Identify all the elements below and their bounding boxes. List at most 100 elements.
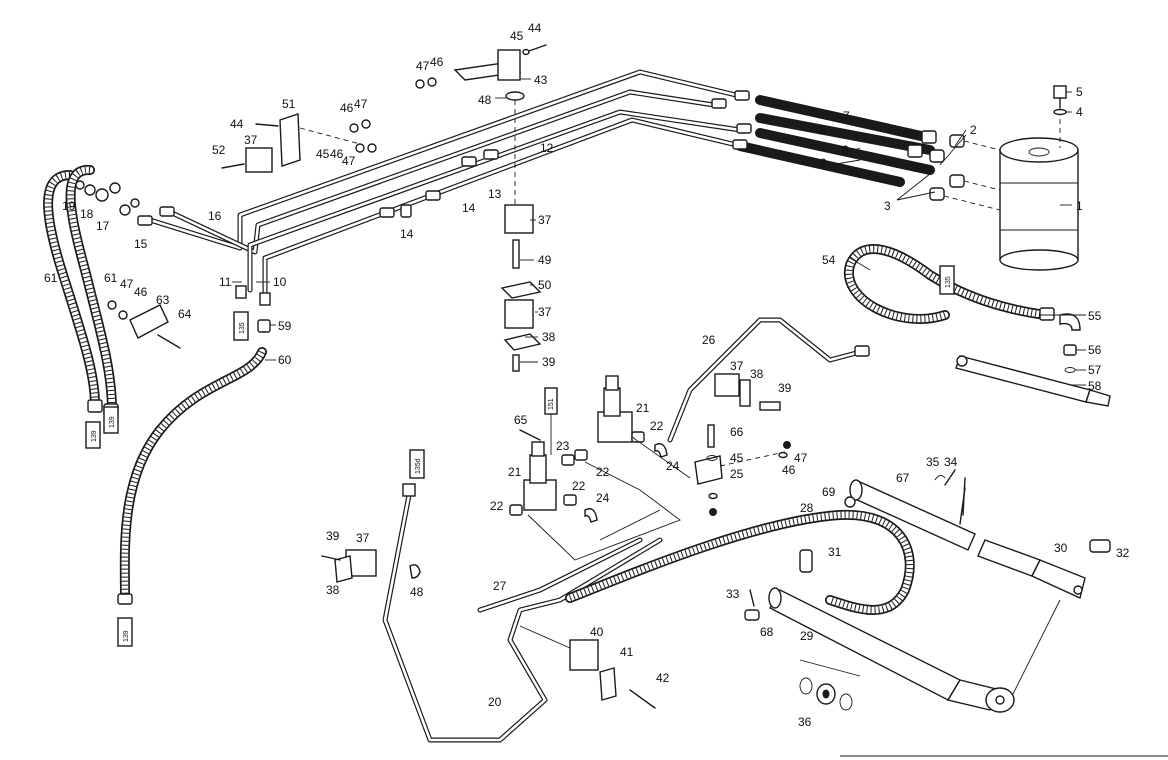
callout-39b: 39 <box>778 381 792 395</box>
callout-61b: 61 <box>104 271 118 285</box>
callout-20: 20 <box>488 695 502 709</box>
callout-38a: 38 <box>542 330 556 344</box>
callout-55: 55 <box>1088 309 1102 323</box>
cylinder-67 <box>844 479 976 551</box>
callout-10: 10 <box>273 275 287 289</box>
callout-26: 26 <box>702 333 716 347</box>
callout-44a: 44 <box>528 21 542 35</box>
callout-11: 11 <box>219 275 232 289</box>
cylinder-58 <box>955 355 1111 407</box>
callout-46a: 46 <box>430 55 444 69</box>
callout-33: 33 <box>726 587 740 601</box>
hose-tag-135b: 135 <box>945 276 952 288</box>
callout-7: 7 <box>843 109 850 123</box>
callout-45a: 45 <box>510 29 524 43</box>
callout-52: 52 <box>212 143 226 157</box>
callout-51: 51 <box>282 97 296 111</box>
callout-24a: 24 <box>666 459 680 473</box>
callout-65: 65 <box>514 413 528 427</box>
callout-41: 41 <box>620 645 634 659</box>
callout-25: 25 <box>730 467 744 481</box>
callout-19: 19 <box>62 199 76 213</box>
left-fittings-17-18-19 <box>75 180 140 216</box>
pipe-20-27 <box>382 449 663 743</box>
callout-69: 69 <box>822 485 836 499</box>
callout-47e: 47 <box>794 451 808 465</box>
callout-23: 23 <box>556 439 570 453</box>
callout-47d: 47 <box>120 277 134 291</box>
callout-16: 16 <box>208 209 222 223</box>
callout-39a: 39 <box>542 355 556 369</box>
callout-1: 1 <box>1076 199 1083 213</box>
callout-63: 63 <box>156 293 170 307</box>
callout-66: 66 <box>730 425 744 439</box>
callout-46d: 46 <box>134 285 148 299</box>
hose-tag-151: 151 <box>548 398 555 410</box>
long-hose-60 <box>117 311 271 647</box>
callout-45c: 45 <box>730 451 744 465</box>
hose-28 <box>565 509 915 615</box>
callout-34: 34 <box>944 455 958 469</box>
callout-32: 32 <box>1116 546 1130 560</box>
callout-numbers: 1 2 3 4 5 6 7 8 9 10 11 12 13 14 14 15 1… <box>44 21 1130 729</box>
pipe-bundle <box>147 69 748 299</box>
pipe-26 <box>667 317 870 443</box>
callout-5: 5 <box>1076 85 1083 99</box>
callout-46b: 46 <box>340 101 354 115</box>
pin-34-35 <box>934 469 966 516</box>
callout-68: 68 <box>760 625 774 639</box>
clamp-63 <box>107 300 181 349</box>
hose-54 <box>843 244 1081 373</box>
callout-60: 60 <box>278 353 292 367</box>
cylinder-30 <box>977 539 1111 701</box>
callout-49: 49 <box>538 253 552 267</box>
valve-blocks-21 <box>523 375 633 511</box>
callout-40: 40 <box>590 625 604 639</box>
callout-37e: 37 <box>356 531 370 545</box>
hose-tag-139a: 139 <box>91 430 98 442</box>
callout-4: 4 <box>1076 105 1083 119</box>
callout-18: 18 <box>80 207 94 221</box>
callout-35: 35 <box>926 455 940 469</box>
callout-22b: 22 <box>596 465 610 479</box>
clamp-group-51 <box>221 113 377 173</box>
clamp-group-37-38-39 <box>714 373 781 411</box>
callout-28: 28 <box>800 501 814 515</box>
dashed-assembly-lines <box>527 436 691 561</box>
callout-47c: 47 <box>342 154 356 168</box>
clamp-group-40 <box>519 625 656 709</box>
callout-30: 30 <box>1054 541 1068 555</box>
callout-17: 17 <box>96 219 110 233</box>
callout-22d: 22 <box>490 499 504 513</box>
union-fittings-2-3 <box>929 134 1001 211</box>
hose-tag-135a: 135 <box>239 322 246 334</box>
callout-14a: 14 <box>462 201 476 215</box>
callout-58: 58 <box>1088 379 1102 393</box>
callout-43: 43 <box>534 73 548 87</box>
hose-tags: 139 139 139 135 135 135d 151 <box>91 276 952 642</box>
callout-38c: 38 <box>326 583 340 597</box>
callout-67: 67 <box>896 471 910 485</box>
short-hoses <box>735 95 935 187</box>
callout-29: 29 <box>800 629 814 643</box>
hose-tag-135d: 135d <box>415 458 422 474</box>
leader-lines <box>232 78 1086 386</box>
bracket-25 <box>694 424 791 516</box>
callout-27: 27 <box>493 579 507 593</box>
callout-37a: 37 <box>244 133 258 147</box>
callout-21b: 21 <box>508 465 522 479</box>
callout-14b: 14 <box>400 227 414 241</box>
callout-39c: 39 <box>326 529 340 543</box>
callout-59: 59 <box>278 319 292 333</box>
clamp-stack <box>415 44 547 372</box>
callout-61a: 61 <box>44 271 58 285</box>
callout-21a: 21 <box>636 401 650 415</box>
callout-50: 50 <box>538 278 552 292</box>
callout-12: 12 <box>540 141 554 155</box>
callout-44b: 44 <box>230 117 244 131</box>
callout-31: 31 <box>828 545 842 559</box>
callout-24b: 24 <box>596 491 610 505</box>
callout-48a: 48 <box>478 93 492 107</box>
callout-56: 56 <box>1088 343 1102 357</box>
callout-54: 54 <box>822 253 836 267</box>
